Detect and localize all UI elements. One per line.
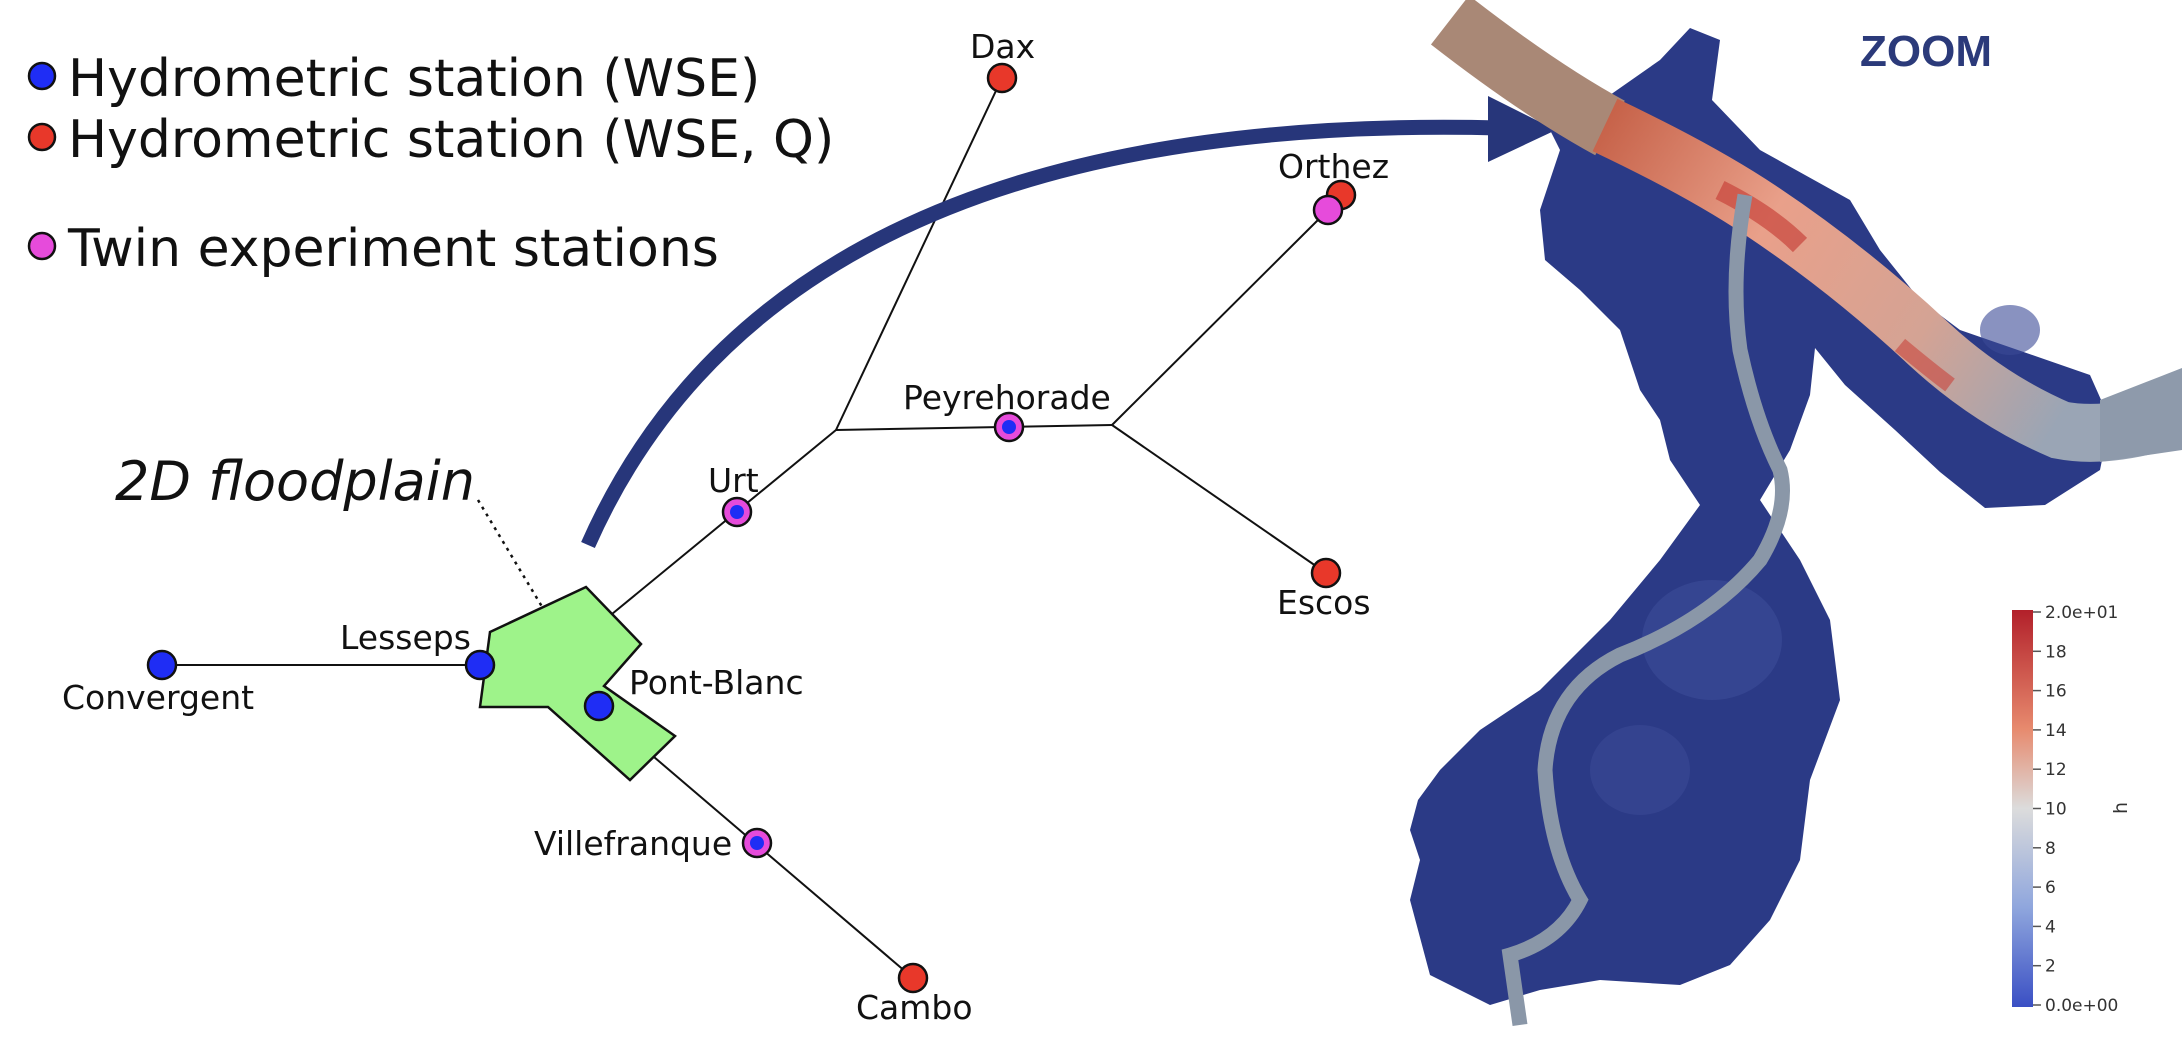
colorbar-ticks: 2.0e+01 18 16 14 12 10 8 6 4 2 0.0e+00: [2033, 603, 2118, 1016]
link-junction-east: [835, 424, 1113, 431]
colorbar-tick-label: 2.0e+01: [2045, 603, 2118, 623]
zoom-map-tributary: [1501, 193, 1790, 1027]
zoom-map-patch: [1642, 580, 1782, 700]
station-orthez-label: Orthez: [1278, 147, 1389, 186]
station-cambo-marker: [897, 962, 929, 994]
colorbar-tick-label: 4: [2045, 917, 2056, 937]
link-east-orthez: [1111, 209, 1329, 426]
legend-red-marker: [27, 122, 57, 152]
floodplain-label: 2D floodplain: [115, 450, 475, 513]
station-peyrehorade-label: Peyrehorade: [903, 378, 1111, 417]
zoom-map-main-river-hot: [1894, 338, 1955, 392]
river-network: [162, 77, 1329, 979]
colorbar-title: h: [2110, 802, 2132, 814]
legend-label-twin: Twin experiment stations: [67, 219, 719, 279]
station-escos-marker: [1310, 557, 1342, 589]
station-dax-marker: [986, 62, 1018, 94]
station-villefranque-label: Villefranque: [534, 824, 732, 863]
zoom-map-patch: [1590, 725, 1690, 815]
link-east-escos: [1111, 424, 1327, 574]
station-lesseps-marker: [464, 649, 496, 681]
legend-label-wse-q: Hydrometric station (WSE, Q): [68, 110, 834, 170]
station-pont-blanc-marker: [583, 690, 615, 722]
colorbar-tick-label: 10: [2045, 800, 2067, 820]
station-dax-label: Dax: [970, 27, 1035, 66]
link-floodplain-urt: [611, 429, 837, 615]
station-peyrehorade-marker-inner: [1002, 420, 1016, 434]
link-floodplain-cambo: [653, 756, 914, 979]
station-escos-label: Escos: [1277, 583, 1371, 622]
zoom-map-upstream-river: [1430, 0, 1625, 156]
floodplain-2d-domain: [478, 585, 677, 782]
colorbar-tick-label: 16: [2045, 682, 2067, 702]
zoom-arrow: [581, 96, 1556, 549]
zoom-arrow-head: [1488, 96, 1556, 162]
zoom-map-patch: [1980, 305, 2040, 355]
stations: Dax Orthez Peyrehorade Urt Escos Lesseps…: [62, 27, 1389, 1027]
legend-label-wse: Hydrometric station (WSE): [68, 49, 760, 109]
station-orthez-marker-twin: [1312, 194, 1344, 226]
colorbar-tick-label: 6: [2045, 878, 2056, 898]
colorbar-tick-label: 8: [2045, 839, 2056, 859]
zoom-map: [1410, 0, 2182, 1027]
floodplain-leader-line: [476, 499, 558, 631]
station-urt-label: Urt: [708, 461, 759, 500]
station-cambo-label: Cambo: [856, 988, 973, 1027]
station-convergent-marker: [146, 649, 178, 681]
legend: Hydrometric station (WSE) Hydrometric st…: [27, 49, 834, 279]
zoom-map-main-river-hot: [1715, 181, 1808, 253]
colorbar-tick-label: 2: [2045, 957, 2056, 977]
colorbar-tick-label: 0.0e+00: [2045, 996, 2118, 1016]
link-junction-dax: [835, 77, 1003, 431]
colorbar-tick-label: 18: [2045, 642, 2067, 662]
station-convergent-label: Convergent: [62, 678, 254, 717]
station-pont-blanc-label: Pont-Blanc: [629, 663, 804, 702]
station-lesseps-label: Lesseps: [340, 618, 471, 657]
station-urt-marker-inner: [730, 505, 744, 519]
legend-blue-marker: [27, 61, 57, 91]
zoom-map-domain: [1410, 28, 2110, 1005]
colorbar-tick-label: 12: [2045, 760, 2067, 780]
zoom-arrow-shaft: [581, 119, 1501, 549]
legend-magenta-marker: [27, 231, 57, 261]
zoom-label: ZOOM: [1860, 27, 1992, 76]
station-villefranque-marker-inner: [750, 836, 764, 850]
zoom-map-main-river: [1592, 98, 2182, 462]
colorbar-tick-label: 14: [2045, 721, 2067, 741]
colorbar: 2.0e+01 18 16 14 12 10 8 6 4 2 0.0e+00 h: [2012, 603, 2132, 1016]
zoom-map-outflow: [2100, 368, 2182, 462]
colorbar-gradient: [2012, 610, 2033, 1007]
